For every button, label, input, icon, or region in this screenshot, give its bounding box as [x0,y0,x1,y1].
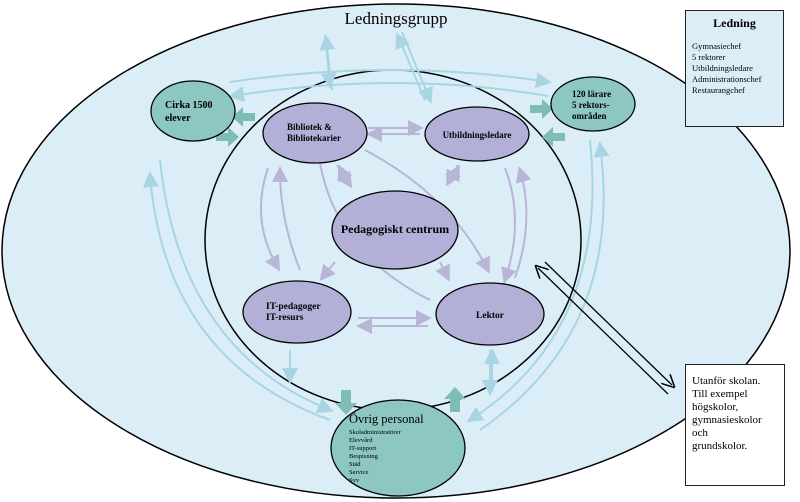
ledning-item: Utbildningsledare [692,63,753,73]
education-lead-label: Utbildningsledare [443,130,512,140]
teachers-node: 120 lärare 5 rektors- områden [550,76,636,132]
library-line2: Bibliotekarier [287,133,341,143]
lektor-node: Lektor [435,282,545,346]
outside-arrows [538,261,672,395]
staff-item: Service [349,469,369,476]
outside-line: gymnasieskolor [692,414,762,426]
it-line1: IT-pedagoger [266,302,321,312]
outer-flow-arrows [143,31,610,431]
ledning-item: Gymnasiechef [692,41,742,51]
it-line2: IT-resurs [266,313,304,323]
education-lead-node: Utbildningsledare [424,106,530,162]
students-node: Cirka 1500 elever [150,80,236,142]
ledning-item: 5 rektorer [692,52,726,62]
outside-line: Till exempel [692,388,748,400]
staff-node: Övrig personal Skoladministratörer Elevv… [330,399,466,497]
staff-item: Bespisning [349,453,379,460]
diagram-title: Ledningsgrupp [345,9,448,28]
outside-line: högskolor, [692,401,739,413]
students-line2: elever [165,113,191,124]
teachers-line3: områden [572,111,607,121]
teal-block-arrows [216,99,565,415]
staff-item: Elevvård [349,437,373,444]
ledning-title: Ledning [713,16,756,30]
outside-line: Utanför skolan. [692,375,761,387]
outside-line: grundskolor. [692,440,748,452]
students-line1: Cirka 1500 [165,100,213,111]
staff-item: Skoladministratörer [349,429,401,436]
center-label: Pedagogiskt centrum [341,222,449,236]
center-node: Pedagogiskt centrum [331,190,459,270]
library-node: Bibliotek & Bibliotekarier [262,102,368,164]
ledning-item: Restaurangchef [692,85,745,95]
staff-item: Syv [349,477,360,484]
staff-item: Städ [349,461,361,468]
ledning-box: Ledning Gymnasiechef 5 rektorer Utbildni… [685,10,784,127]
outside-line: och [692,427,708,439]
ledning-item: Administrationschef [692,74,762,84]
outside-school-box: Utanför skolan. Till exempel högskolor, … [685,364,785,486]
lektor-label: Lektor [476,311,505,321]
teachers-line2: 5 rektors- [572,100,610,110]
library-line1: Bibliotek & [287,122,332,132]
staff-item: IT-support [349,445,376,452]
it-node: IT-pedagoger IT-resurs [242,280,352,344]
teachers-line1: 120 lärare [572,89,611,99]
staff-title: Övrig personal [349,412,424,426]
